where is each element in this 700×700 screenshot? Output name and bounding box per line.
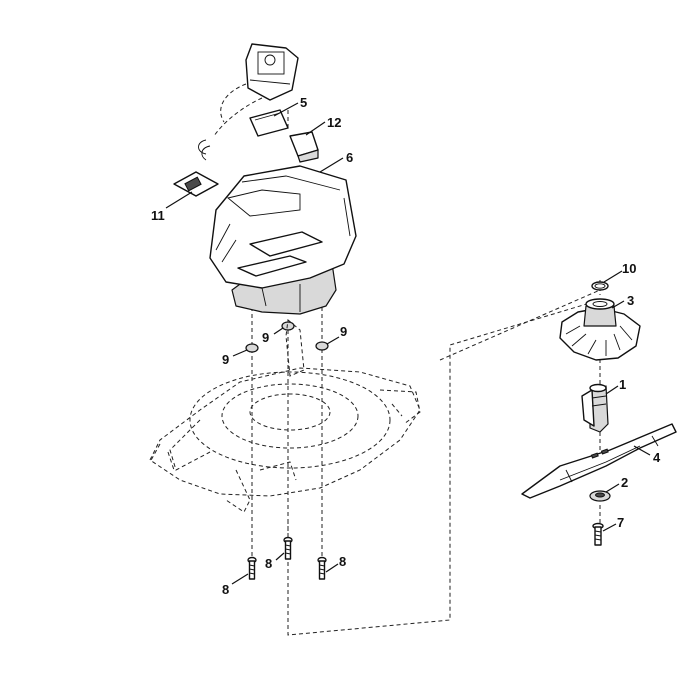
cap-icon	[249, 109, 289, 137]
label-6: 6	[346, 150, 353, 165]
mower-deck-outline	[149, 319, 421, 513]
label-12: 12	[327, 115, 341, 130]
circlip-icon	[591, 281, 609, 291]
label-4: 4	[653, 450, 661, 465]
battery-cover-icon	[209, 165, 357, 315]
label-10: 10	[622, 261, 636, 276]
label-8b: 8	[265, 556, 272, 571]
leader-lines	[165, 102, 651, 585]
blade-washer-icon	[589, 490, 611, 502]
bolt-right	[317, 556, 327, 580]
blade-icon	[521, 423, 677, 499]
label-7: 7	[617, 515, 624, 530]
label-9a: 9	[222, 352, 229, 367]
washer-icons	[245, 321, 329, 353]
wire-clip-icon	[198, 139, 211, 161]
bolt-middle	[283, 536, 293, 560]
switch-housing-icon	[213, 43, 299, 137]
bolt-left	[247, 556, 257, 580]
label-5: 5	[300, 95, 307, 110]
part-labels: 5 12 6 11 10 3 9 9 9 1 4 2 7 8 8 8	[151, 95, 661, 597]
contact-plate-icon	[173, 171, 219, 197]
blade-bolt-icon	[592, 522, 604, 546]
label-9c: 9	[340, 324, 347, 339]
bolt-icons	[247, 536, 327, 580]
label-2: 2	[621, 475, 628, 490]
safety-key-icon	[289, 131, 319, 163]
blade-adapter-icon	[581, 383, 609, 433]
label-8c: 8	[339, 554, 346, 569]
label-3: 3	[627, 293, 634, 308]
label-11: 11	[151, 208, 165, 223]
label-9b: 9	[262, 330, 269, 345]
fan-icon	[559, 298, 641, 361]
label-1: 1	[619, 377, 626, 392]
label-8a: 8	[222, 582, 229, 597]
